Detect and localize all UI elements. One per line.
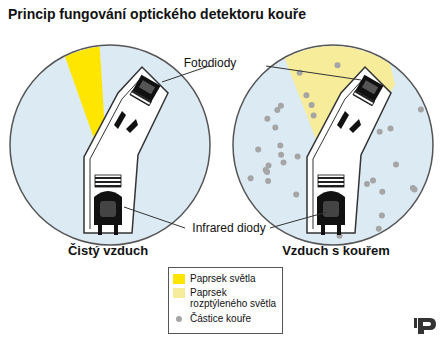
legend-swatch	[173, 288, 185, 298]
photodiode-label: Fotodiody	[184, 57, 237, 71]
legend-swatch	[173, 274, 185, 284]
legend-text: Paprsek světla	[190, 273, 278, 284]
legend-dot	[173, 314, 185, 324]
legend-entry: Částice kouře	[173, 313, 279, 324]
diagram-title: Princip fungování optického detektoru ko…	[8, 6, 306, 22]
legend-entry: Paprsek světla	[173, 273, 279, 284]
legend-text: Částice kouře	[190, 313, 278, 324]
infrared-label: Infrared diody	[190, 222, 267, 236]
legend-entry: Paprsek rozptýleného světla	[173, 287, 279, 309]
panel-label: Čistý vzduch	[68, 244, 148, 259]
panel-label: Vzduch s kouřem	[282, 244, 390, 259]
legend-text: Paprsek rozptýleného světla	[190, 287, 278, 309]
